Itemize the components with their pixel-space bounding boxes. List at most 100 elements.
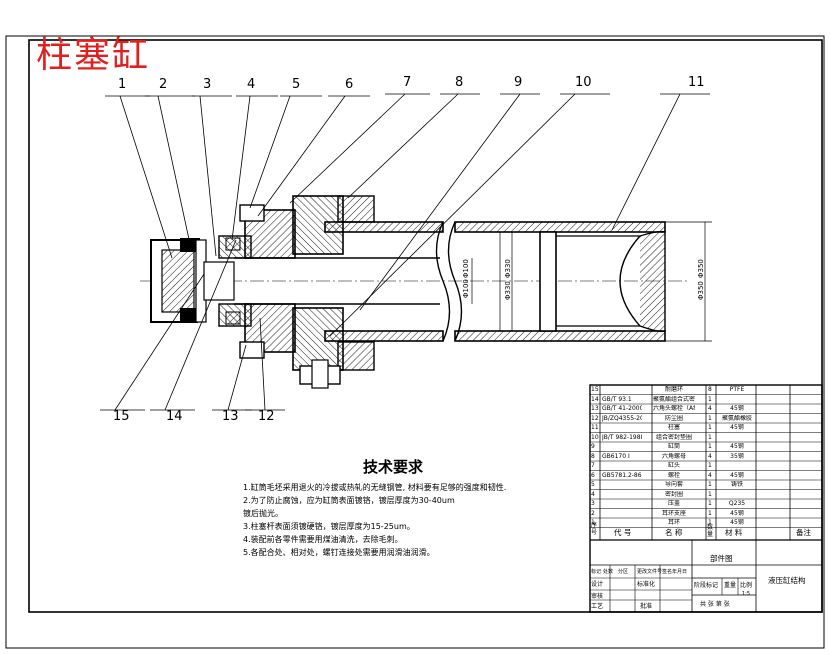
cylinder-barrel [324, 221, 666, 342]
dim-rod-note: Φ100 [462, 259, 470, 278]
bom-cell-no: 1 [591, 519, 595, 526]
bom-cell-no: 15 [591, 386, 599, 393]
bom-cell-name: 耳环 [667, 519, 680, 526]
bom-grid [589, 384, 823, 613]
tb-approve: 批准 [640, 603, 653, 610]
technical-requirements: 技术要求 1.缸筒毛坯采用退火的冷拔或热轧的无缝钢管, 材料要有足够的强度和韧性… [243, 456, 573, 559]
bom-cell-no: 8 [591, 452, 595, 460]
bom-cell-no: 14 [591, 395, 599, 403]
bom-cell-mat: 45钢 [730, 509, 744, 517]
bom-cell-no: 13 [591, 405, 599, 412]
bom-cell-name: 密封圈 [664, 490, 683, 498]
bom-cell-mat: 铸铁 [730, 481, 743, 488]
dim-bore-note: Φ330 [504, 259, 512, 278]
bom-cell-code: JB/T 982-1988 [602, 433, 642, 441]
bom-cell-qty: 1 [708, 443, 712, 450]
bom-cell-mat: 45钢 [730, 424, 744, 431]
callout-8: 8 [455, 75, 464, 90]
tb-header-no: 序号 [591, 522, 598, 536]
tb-drawing-title: 液压缸结构 [768, 576, 806, 585]
bom-cell-qty: 1 [708, 519, 712, 526]
dimension-lines [471, 221, 712, 342]
bom-cell-name: 缸头 [667, 462, 680, 469]
bom-cell-code: GB6170 I [602, 452, 630, 460]
tb-standard: 标准化 [637, 581, 656, 588]
bom-cell-no: 9 [591, 443, 595, 450]
tb-stage: 阶段标记 [694, 582, 719, 589]
bom-cell-name: 缸筒 [667, 443, 680, 450]
tb-sheets: 共 张 第 张 [700, 601, 730, 608]
tb-design: 设计 [591, 581, 604, 588]
bom-cell-no: 10 [591, 433, 599, 441]
bom-cell-mat: Q235 [728, 500, 746, 507]
tb-scale: 比例 [740, 582, 753, 589]
callout-3: 3 [203, 77, 212, 92]
bom-cell-mat: 35钢 [730, 452, 744, 460]
bom-cell-name: 压盖 [667, 500, 680, 507]
bom-cell-no: 7 [591, 462, 595, 469]
bom-cell-mat: 45钢 [730, 519, 744, 526]
bom-cell-name: 柱塞 [667, 424, 680, 431]
tb-change: 更改文件号 [637, 569, 663, 575]
bom-cell-name: 聚氨酯组合式密封圈 [653, 395, 695, 403]
tb-header-name: 名 称 [665, 528, 683, 537]
tech-item: 1.缸筒毛坯采用退火的冷拔或热轧的无缝钢管, 材料要有足够的强度和韧性. [243, 483, 507, 492]
tb-scale-value: 1:5 [742, 591, 751, 597]
bom-cell-name: 导向套 [664, 481, 683, 488]
ear-ring [150, 238, 207, 323]
bom-cell-qty: 1 [708, 433, 712, 441]
bom-cell-mat: 45钢 [730, 405, 744, 412]
callout-6: 6 [345, 77, 354, 92]
bom-cell-qty: 8 [708, 386, 712, 393]
callout-12: 12 [258, 409, 275, 424]
bom-cell-qty: 1 [708, 414, 712, 422]
tb-process: 工艺 [591, 603, 604, 610]
bom-cell-qty: 1 [708, 424, 712, 431]
bom-cell-name: 耐磨环 [664, 386, 683, 393]
bom-row-lines [590, 394, 822, 528]
callout-10: 10 [575, 75, 592, 90]
bom-cell-no: 3 [591, 500, 595, 507]
tb-header-code: 代 号 [614, 528, 632, 537]
bom-cell-name: 六角螺母 [661, 452, 686, 460]
bom-cell-qty: 1 [708, 481, 712, 488]
bom-cell-no: 2 [591, 509, 595, 517]
tb-weight: 重量 [724, 582, 737, 589]
bom-cell-qty: 4 [708, 405, 712, 412]
bom-cell-qty: 1 [708, 490, 712, 498]
cylinder-head [292, 195, 375, 389]
outer-border [5, 35, 825, 649]
tb-mark: 标记 [591, 569, 602, 575]
bom-cell-mat: 聚氨酯橡胶 [721, 414, 752, 422]
bom-cell-name: 防尘圈 [664, 414, 683, 422]
drawing-title-stamp: 柱塞缸 [36, 35, 151, 76]
callout-15: 15 [113, 409, 130, 424]
bom-cell-qty: 4 [708, 471, 712, 479]
dim-rod-diameter: Φ100 [462, 279, 470, 298]
bom-cell-mat: 45钢 [730, 471, 744, 479]
bom-cell-name: 六角头螺栓（A级和B级） [653, 405, 695, 412]
bom-cell-code: GB/T 41-2000 [602, 405, 642, 412]
bom-cell-qty: 1 [708, 509, 712, 517]
bom-cell-mat: PTFE [729, 386, 745, 393]
bom-cell-no: 6 [591, 471, 595, 479]
tech-item: 3.柱塞杆表面须镀硬铬，镀层厚度为15-25um。 [243, 522, 415, 531]
tech-item: 5.各配合处、相对处，螺钉连接处需要用润滑油润滑。 [243, 548, 435, 557]
tech-item: 2.为了防止腐蚀，应为缸筒表面镀铬，镀层厚度为30-40um [243, 496, 455, 505]
callout-5: 5 [292, 77, 301, 92]
callout-14: 14 [166, 409, 183, 424]
tb-review: 审核 [591, 593, 604, 600]
bom-cell-qty: 1 [708, 500, 712, 507]
tb-header-qty: 数量 [707, 524, 714, 538]
bom-cell-code: GB5781.2-86 [602, 471, 642, 479]
bom-cell-qty: 1 [708, 462, 712, 469]
bom-cell-code: GB/T 93.1 [602, 395, 632, 403]
dim-outer-diameter: Φ350 [697, 281, 705, 300]
bom-cell-no: 11 [591, 424, 599, 431]
callout-13: 13 [222, 409, 239, 424]
tech-item: 4.装配前各零件需要用煤油清洗，去除毛刺。 [243, 535, 403, 544]
tb-header-mat: 材 料 [725, 528, 743, 537]
tb-date: 年月日 [672, 569, 688, 575]
